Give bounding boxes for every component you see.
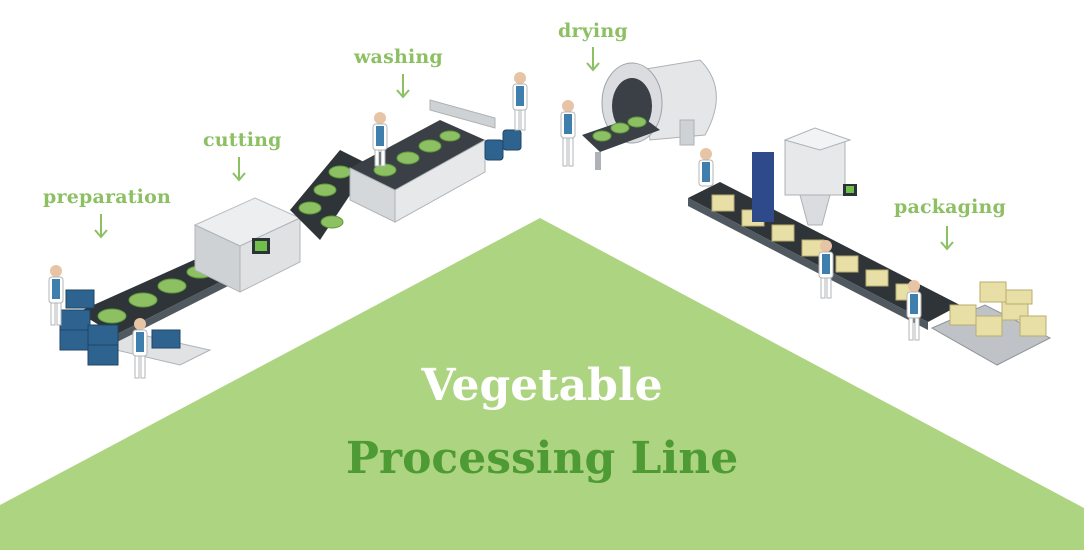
workers-right [698, 148, 922, 341]
label-preparation: preparation [43, 186, 171, 208]
label-packaging: packaging [894, 196, 1007, 218]
title-line-1: Vegetable [421, 360, 663, 411]
crates-stack [59, 289, 181, 366]
washing-tank [349, 99, 496, 223]
left-production-line [48, 72, 528, 379]
title-line-2: Processing Line [345, 433, 739, 484]
label-washing: washing [354, 46, 443, 68]
cutting-machine [193, 197, 302, 293]
arrow-down-icon [940, 226, 954, 251]
pallet-boxes [930, 281, 1052, 366]
right-production-line [560, 59, 1052, 366]
label-cutting: cutting [203, 129, 282, 151]
packaging-machine [752, 127, 857, 226]
workers-left [48, 72, 528, 379]
background-triangle [0, 218, 1084, 550]
arrow-down-icon [396, 74, 410, 99]
worker-drying [560, 100, 576, 167]
arrow-down-icon [94, 214, 108, 239]
arrow-down-icon [232, 157, 246, 182]
boxes-on-conveyor [711, 194, 919, 301]
arrow-down-icon [586, 47, 600, 72]
label-drying: drying [558, 20, 628, 42]
buckets [484, 129, 522, 161]
